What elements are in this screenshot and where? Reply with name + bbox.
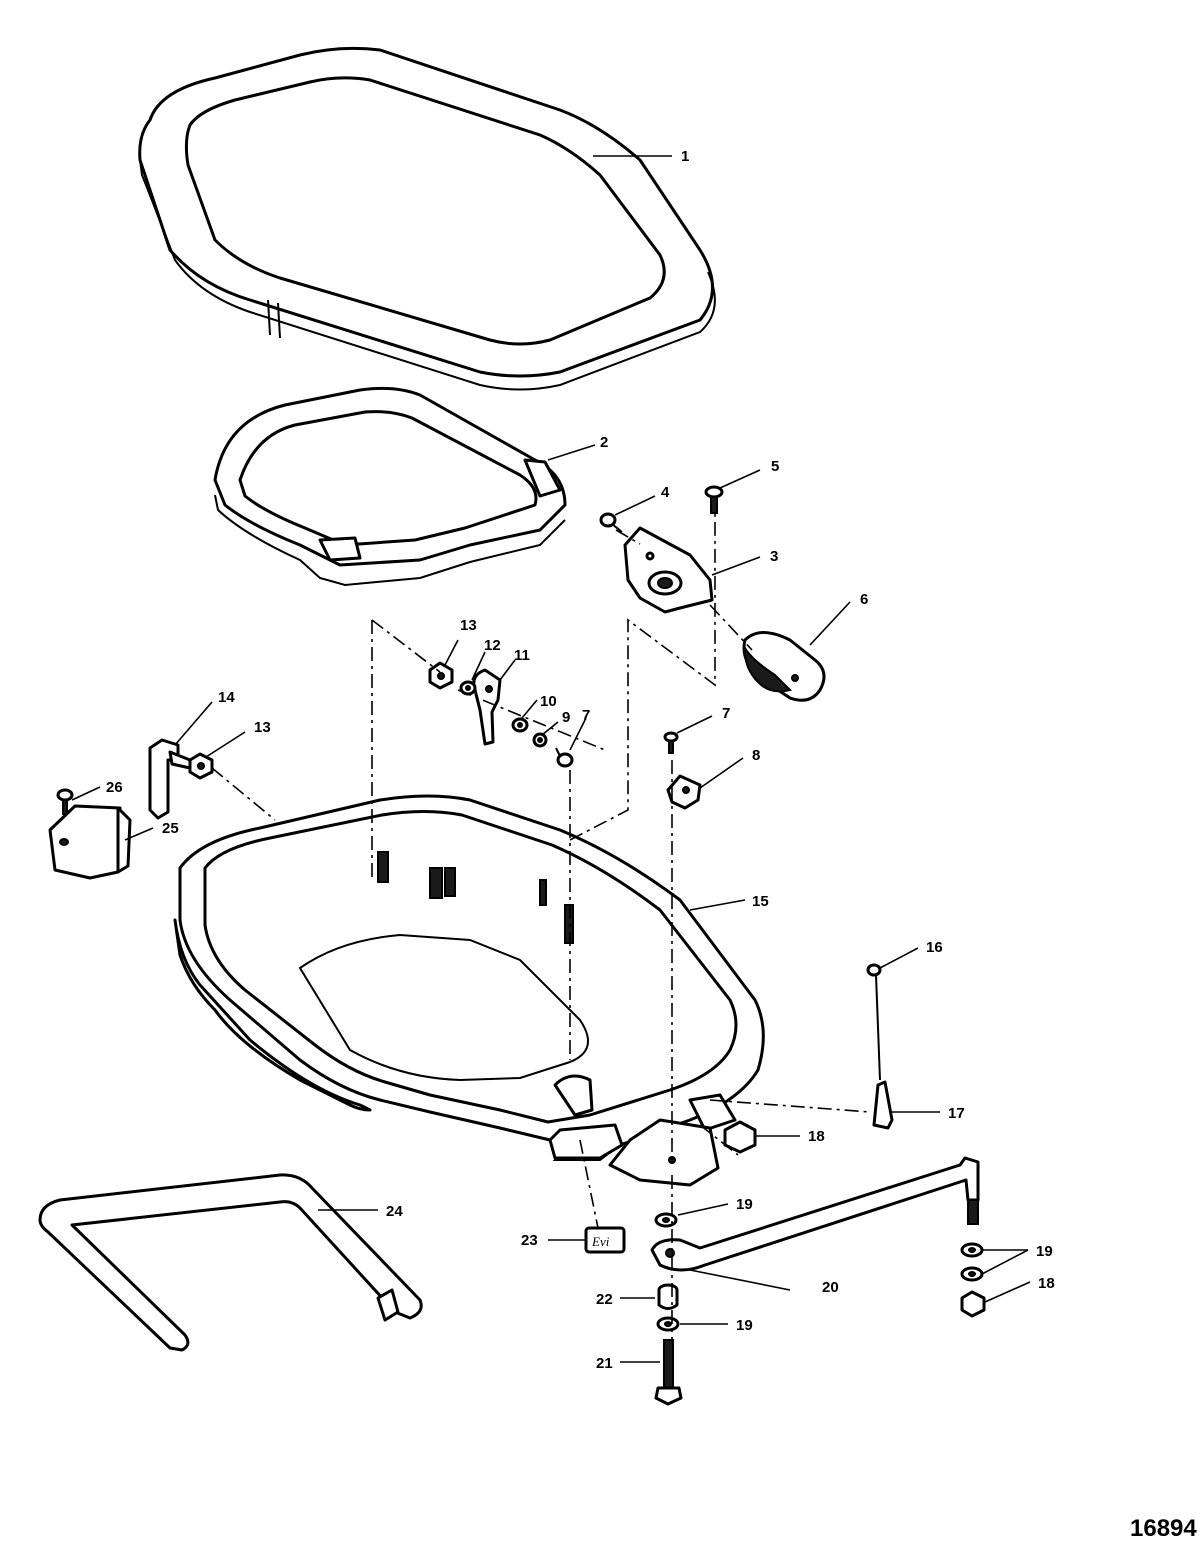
part-18-nut-lower: [960, 1290, 986, 1318]
callout-9: 9: [562, 709, 570, 726]
callout-12: 12: [484, 637, 501, 654]
part-9-nut: [532, 732, 548, 748]
callout-21: 21: [596, 1355, 613, 1372]
part-2-inner-seal: [213, 386, 567, 587]
callout-labels: 1 2 3 4 5 6 7 7 8 9 10 11 12 13 13 14 15…: [106, 148, 1055, 1372]
part-19-washer-lower: [656, 1316, 680, 1332]
part-19-washer-upper: [654, 1212, 678, 1228]
callout-19-right: 19: [1036, 1243, 1053, 1260]
part-7-screw-right: [663, 731, 679, 754]
part-26-screw: [56, 788, 74, 815]
callout-2: 2: [600, 434, 608, 451]
part-8-bracket: [666, 774, 702, 810]
figure-number: 16894: [1130, 1515, 1197, 1542]
leader-lines: [71, 155, 1031, 1363]
callout-17: 17: [948, 1105, 965, 1122]
callout-3: 3: [770, 548, 778, 565]
callout-7-right: 7: [722, 705, 730, 722]
callout-14: 14: [218, 689, 235, 706]
part-16-screw: [866, 963, 882, 1081]
part-19-washers-right: [960, 1242, 984, 1282]
callout-7-left: 7: [582, 707, 590, 724]
callout-5: 5: [771, 458, 779, 475]
part-10-washer: [511, 717, 529, 733]
part-1-top-seal: [138, 46, 716, 391]
callout-22: 22: [596, 1291, 613, 1308]
assembly-lines: [211, 510, 871, 1340]
part-11-latch: [472, 668, 502, 746]
part-6-grommet: [742, 631, 826, 702]
part-15-bottom-cowl: [173, 794, 765, 1187]
callout-19-upper: 19: [736, 1196, 753, 1213]
callout-20: 20: [822, 1279, 839, 1296]
callout-18-upper: 18: [808, 1128, 825, 1145]
callout-15: 15: [752, 893, 769, 910]
part-24-hose: [38, 1173, 423, 1352]
part-22-spacer: [657, 1283, 679, 1310]
callout-13-upper: 13: [460, 617, 477, 634]
part-21-bolt: [654, 1339, 683, 1406]
part-4-screw: [599, 512, 623, 533]
callout-26: 26: [106, 779, 123, 796]
callout-10: 10: [540, 693, 557, 710]
callout-4: 4: [661, 484, 670, 501]
callout-6: 6: [860, 591, 868, 608]
callout-25: 25: [162, 820, 179, 837]
part-7-screw-upper: [555, 747, 574, 768]
callout-13-lower: 13: [254, 719, 271, 736]
part-25-cover: [48, 804, 132, 880]
callout-23: 23: [521, 1232, 538, 1249]
part-3-bracket-plate: [623, 526, 714, 614]
callout-16: 16: [926, 939, 943, 956]
decal-text: Evi: [591, 1234, 610, 1249]
callout-8: 8: [752, 747, 760, 764]
callout-24: 24: [386, 1203, 403, 1220]
callout-19-lower: 19: [736, 1317, 753, 1334]
part-20-steering-rod: [650, 1156, 980, 1272]
callout-11: 11: [514, 647, 530, 664]
callout-1: 1: [681, 148, 689, 165]
part-13-nut-lower: [188, 752, 214, 780]
part-14-lever: [148, 738, 192, 820]
part-23-decal: Evi: [584, 1226, 626, 1254]
callout-18-lower: 18: [1038, 1275, 1055, 1292]
part-5-screw: [704, 485, 724, 514]
part-13-nut-upper: [428, 661, 454, 690]
part-17-bracket: [872, 1080, 894, 1130]
